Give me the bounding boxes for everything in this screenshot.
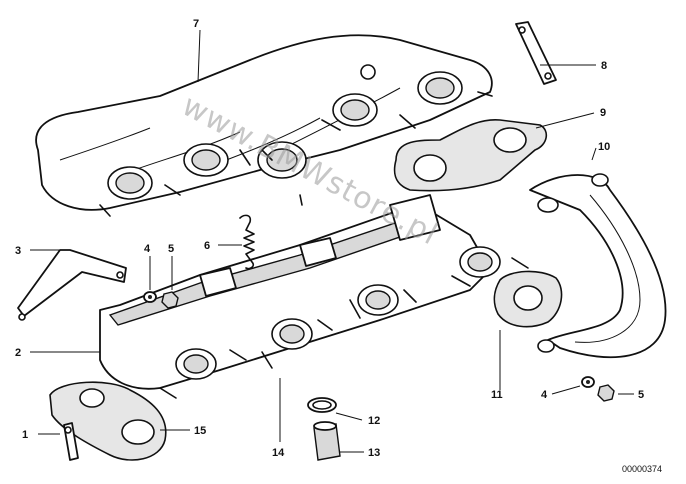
callout-15: 15: [194, 425, 206, 437]
exhaust-pipe-bend-part-10: [529, 173, 667, 359]
bracket-part-8: [515, 21, 557, 85]
callout-labels: 1 2 3 4 5 6 7 8 9 10 11 4 5 12 13 14 15: [15, 18, 644, 459]
callout-4-left: 4: [144, 243, 151, 255]
callout-11: 11: [491, 389, 503, 401]
callout-5-left: 5: [168, 243, 174, 255]
exhaust-manifold-lower: [99, 194, 529, 399]
callout-6: 6: [204, 240, 210, 252]
callout-3: 3: [15, 245, 21, 257]
spring-part-6: [239, 214, 255, 270]
washer-part-4-right: [581, 376, 595, 388]
diagram-id: 00000374: [622, 464, 662, 474]
callout-9: 9: [600, 107, 606, 119]
callout-2: 2: [15, 347, 21, 359]
callout-4-right: 4: [541, 389, 548, 401]
gasket-part-15: [49, 381, 167, 461]
callout-14: 14: [272, 447, 285, 459]
nut-part-5-left: [161, 291, 179, 309]
callout-8: 8: [601, 60, 607, 72]
clamp-part-12: [307, 397, 337, 413]
sleeve-part-13: [313, 421, 341, 461]
gasket-part-9: [393, 119, 548, 192]
callout-12: 12: [368, 415, 380, 427]
bracket-part-1: [63, 422, 79, 461]
gasket-part-11: [493, 270, 563, 328]
bracket-part-3: [17, 249, 127, 321]
callout-1: 1: [22, 429, 28, 441]
callout-7: 7: [193, 18, 199, 30]
exhaust-manifold-upper: [35, 34, 493, 217]
washer-part-4-left: [143, 291, 157, 303]
nut-part-5-right: [597, 384, 615, 402]
callout-13: 13: [368, 447, 380, 459]
leader-lines: [30, 29, 634, 453]
callout-5-right: 5: [638, 389, 644, 401]
callout-10: 10: [598, 141, 610, 153]
